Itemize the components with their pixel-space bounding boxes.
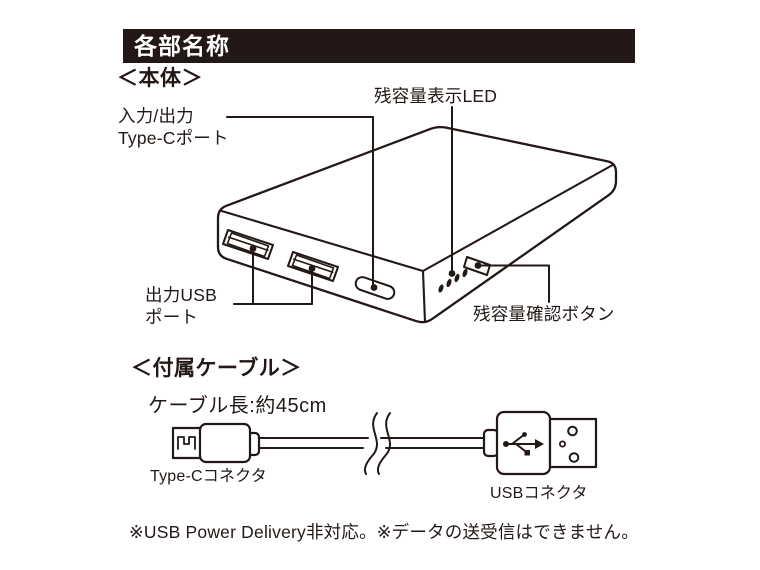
- typec-callout-line: [226, 116, 374, 287]
- footer-note: ※USB Power Delivery非対応。※データの送受信はできません。: [129, 522, 639, 542]
- callout-dots: [249, 245, 482, 291]
- cable-right-segment: [380, 437, 487, 449]
- cable-section-title: ＜付属ケーブル＞: [131, 357, 302, 380]
- device-corner-edge: [421, 269, 427, 324]
- usb-port-1-icon: [222, 229, 274, 260]
- typec-port-label: 入力/出力 Type-Cポート: [118, 105, 229, 149]
- device-outline: [216, 126, 618, 324]
- cable-left-segment: [258, 437, 369, 449]
- type-c-connector-icon: [171, 422, 261, 464]
- usb-port-label-line2: ポート: [145, 307, 199, 327]
- cable-illustration: [171, 410, 598, 476]
- typec-port-label-line1: 入力/出力: [118, 106, 194, 126]
- type-c-pin-pattern: [177, 436, 196, 450]
- usb-trident-icon: [503, 432, 544, 456]
- device-front-fold-edge: [218, 209, 425, 273]
- header-bar: 各部名称: [123, 29, 635, 63]
- callout-lines: [226, 106, 550, 305]
- page-title: 各部名称: [134, 33, 230, 59]
- usb-port-label: 出力USB ポート: [145, 284, 217, 328]
- cable-length-label: ケーブル長:約45cm: [148, 395, 327, 417]
- button-callout-line: [477, 264, 550, 303]
- usb-connector-label: USBコネクタ: [490, 485, 588, 502]
- power-bank-illustration: [216, 126, 618, 324]
- led-label: 残容量表示LED: [374, 86, 498, 106]
- device-side-fold-edge: [421, 163, 615, 273]
- led-dots-icon: [438, 268, 468, 293]
- typec-port-label-line2: Type-Cポート: [118, 128, 229, 148]
- cable-break-icon: [363, 412, 391, 475]
- typec-connector-label: Type-Cコネクタ: [150, 468, 267, 485]
- usb-connector-icon: [482, 410, 598, 476]
- capacity-button-label: 残容量確認ボタン: [473, 304, 615, 324]
- usb-port-label-line1: 出力USB: [145, 285, 217, 305]
- body-section-title: ＜本体＞: [117, 67, 203, 90]
